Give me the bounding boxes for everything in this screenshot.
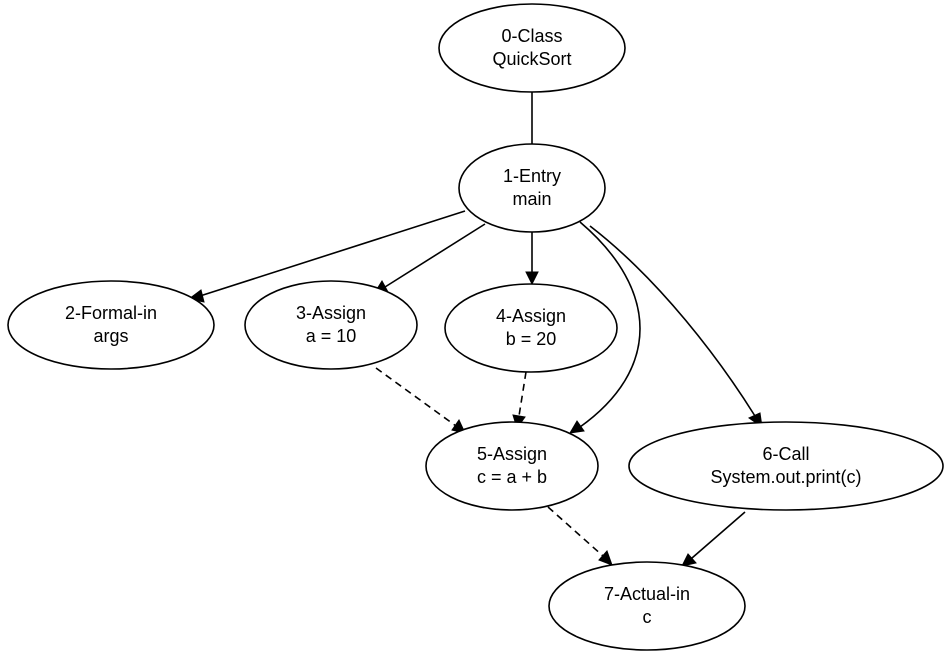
- edge-5-to-7: [547, 506, 613, 566]
- node-3-label-line1: 3-Assign: [296, 303, 366, 323]
- node-1-entry-main: 1-Entry main: [458, 143, 606, 233]
- node-6-call-print: 6-Call System.out.print(c): [628, 421, 944, 511]
- node-4-label-line1: 4-Assign: [496, 306, 566, 326]
- node-6-label-line1: 6-Call: [762, 444, 809, 464]
- node-0-label-line2: QuickSort: [492, 49, 571, 69]
- node-3-label-line2: a = 10: [306, 326, 357, 346]
- node-2-label-line2: args: [93, 326, 128, 346]
- node-4-label-line2: b = 20: [506, 329, 557, 349]
- node-7-label-line1: 7-Actual-in: [604, 584, 690, 604]
- edge-1-to-4: [525, 232, 539, 286]
- node-5-assign-c: 5-Assign c = a + b: [425, 421, 599, 511]
- node-7-label-line2: c: [643, 607, 652, 627]
- node-5-label-line1: 5-Assign: [477, 444, 547, 464]
- node-7-actual-in-c: 7-Actual-in c: [548, 561, 746, 651]
- node-6-label-line2: System.out.print(c): [710, 467, 861, 487]
- edge-1-to-5: [569, 221, 641, 434]
- edge-4-to-5: [512, 371, 527, 430]
- node-2-label-line1: 2-Formal-in: [65, 303, 157, 323]
- node-0-label-line1: 0-Class: [501, 26, 562, 46]
- node-0-class-quicksort: 0-Class QuickSort: [438, 3, 626, 93]
- node-2-formal-in-args: 2-Formal-in args: [7, 280, 215, 370]
- node-1-label-line2: main: [512, 189, 551, 209]
- edge-3-to-5: [375, 367, 466, 434]
- edge-6-to-7: [681, 511, 746, 567]
- node-1-label-line1: 1-Entry: [503, 166, 561, 186]
- node-3-assign-a: 3-Assign a = 10: [244, 280, 418, 370]
- node-4-assign-b: 4-Assign b = 20: [444, 283, 618, 373]
- node-5-label-line2: c = a + b: [477, 467, 547, 487]
